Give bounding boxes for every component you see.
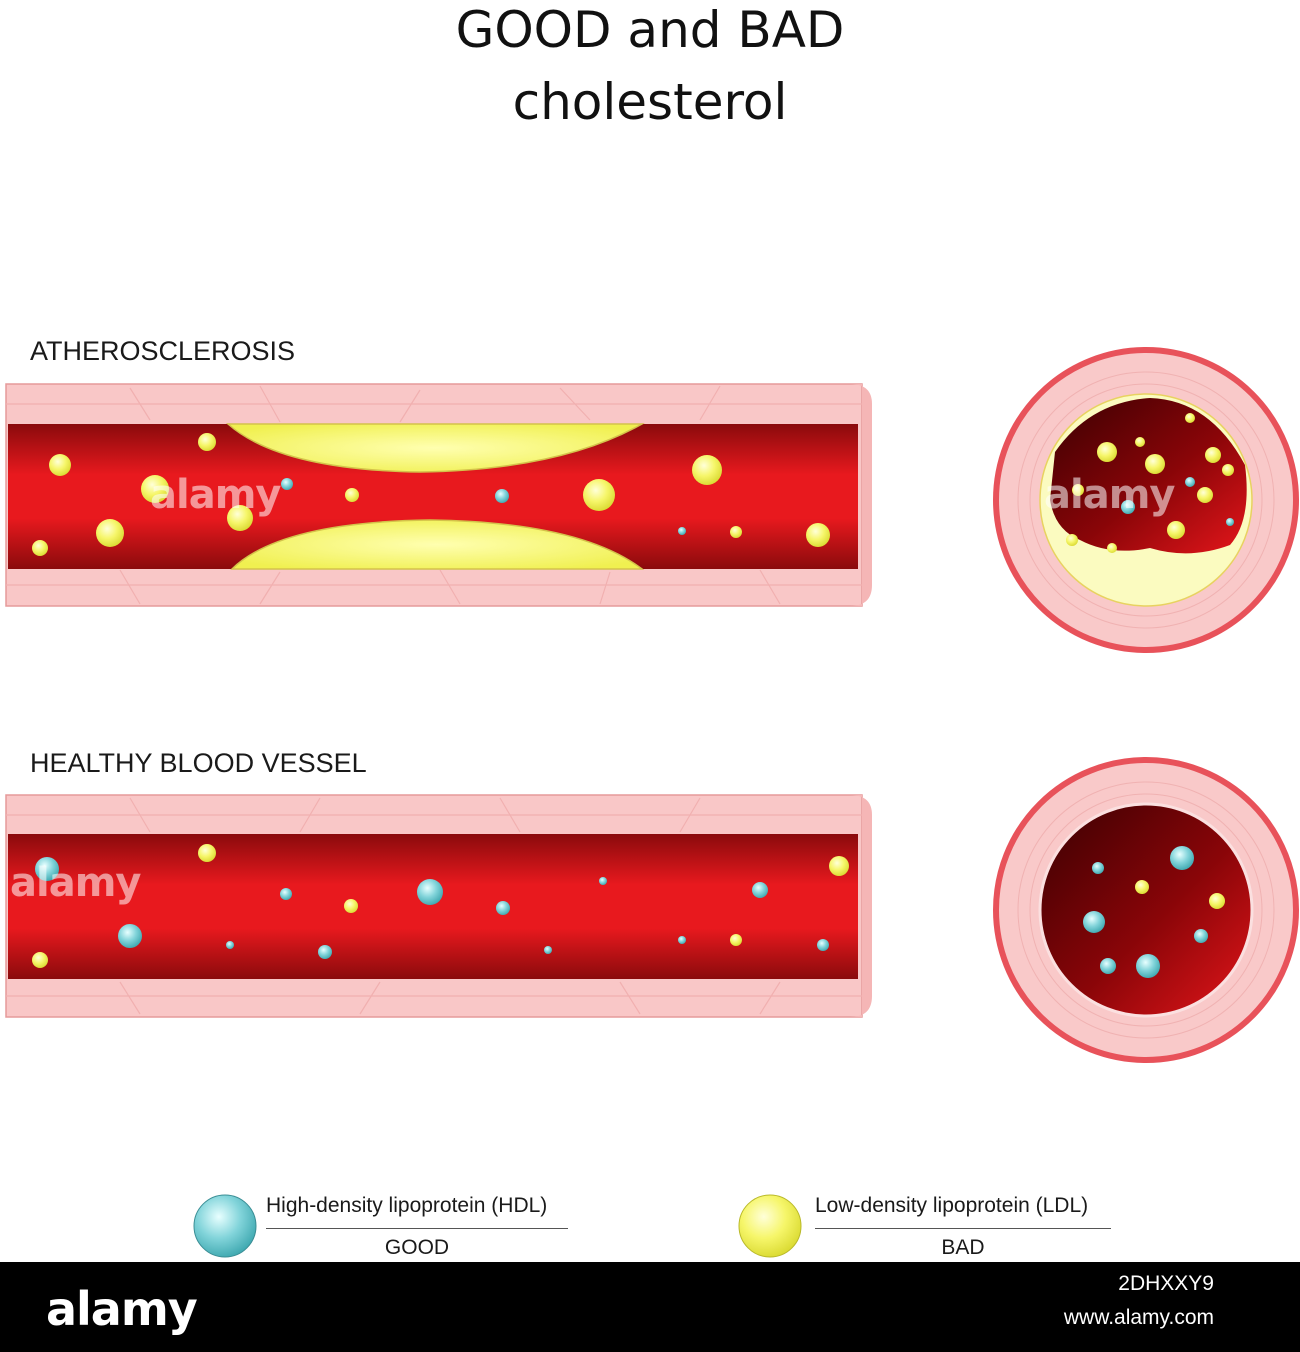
atherosclerosis-vessel	[6, 384, 872, 606]
watermark-brand: alamy	[150, 472, 280, 518]
hdl-legend-swatch	[194, 1195, 256, 1257]
alamy-logo: alamy	[46, 1282, 197, 1336]
watermark-brand: alamy	[1044, 472, 1174, 518]
blood-lumen	[8, 834, 858, 979]
diagram-canvas	[0, 0, 1300, 1262]
hdl-legend-label: High-density lipoprotein (HDL)	[266, 1194, 547, 1218]
ldl-legend-type: BAD	[815, 1236, 1111, 1260]
ldl-legend-label: Low-density lipoprotein (LDL)	[815, 1194, 1088, 1218]
image-id: 2DHXXY9	[1118, 1272, 1214, 1296]
watermark-brand: alamy	[10, 860, 140, 906]
stock-footer: alamy 2DHXXY9 www.alamy.com	[0, 1262, 1300, 1352]
ldl-legend-divider	[815, 1228, 1111, 1229]
healthy-cross-section	[996, 760, 1296, 1060]
open-lumen	[1040, 804, 1252, 1016]
site-url: www.alamy.com	[1064, 1306, 1214, 1330]
ldl-legend-swatch	[739, 1195, 801, 1257]
hdl-legend-type: GOOD	[266, 1236, 568, 1260]
hdl-legend-divider	[266, 1228, 568, 1229]
healthy-vessel	[6, 795, 872, 1017]
